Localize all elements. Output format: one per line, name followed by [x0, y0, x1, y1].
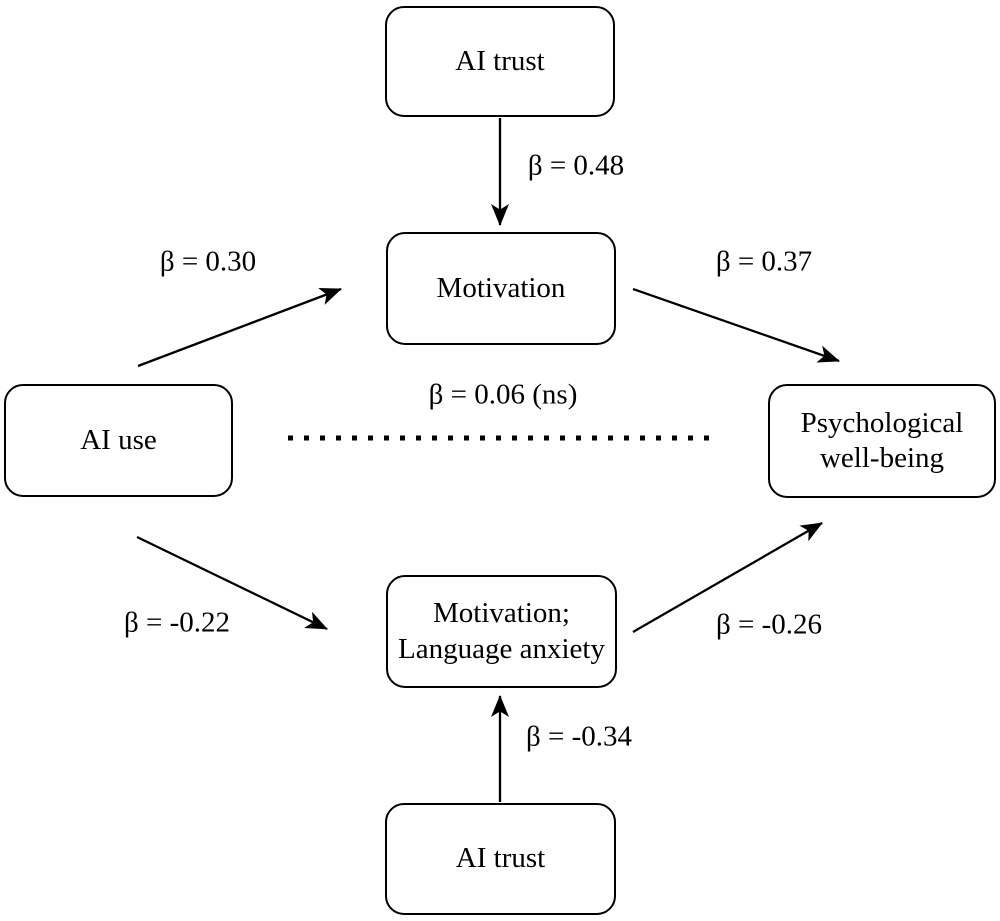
node-label-ai-trust-bottom: AI trust [455, 842, 546, 875]
edge-label-beta-minus-026: β = -0.26 [715, 608, 823, 641]
node-label-ai-trust-top: AI trust [455, 44, 545, 77]
edge-label-beta-037: β = 0.37 [715, 245, 813, 278]
node-ai-use: AI use [4, 384, 233, 497]
node-label-psychological-well-being: Psychological well-being [800, 406, 964, 474]
edge-label-beta-030: β = 0.30 [159, 245, 257, 278]
edge-label-beta-minus-034: β = -0.34 [525, 720, 633, 753]
edge-arrow-ai-use-to-motivation [137, 287, 342, 368]
edge-arrow-motivation-to-psychological-well-being [632, 287, 840, 363]
edge-label-beta-006-ns: β = 0.06 (ns) [428, 378, 578, 411]
node-motivation-language-anxiety: Motivation; Language anxiety [386, 575, 617, 688]
edge-label-beta-048: β = 0.48 [527, 149, 625, 182]
node-label-motivation-language-anxiety: Motivation; Language anxiety [398, 597, 605, 665]
node-label-ai-use: AI use [80, 423, 157, 456]
node-ai-trust-bottom: AI trust [385, 803, 616, 915]
node-psychological-well-being: Psychological well-being [768, 384, 996, 498]
node-label-motivation: Motivation [436, 271, 566, 304]
edge-label-beta-minus-022: β = -0.22 [123, 606, 231, 639]
node-motivation: Motivation [386, 232, 616, 345]
node-ai-trust-top: AI trust [385, 6, 615, 117]
edge-arrow-motivation-language-anxiety-to-psychological-well-being [632, 522, 823, 633]
edge-arrow-ai-use-to-motivation-language-anxiety [136, 535, 328, 631]
